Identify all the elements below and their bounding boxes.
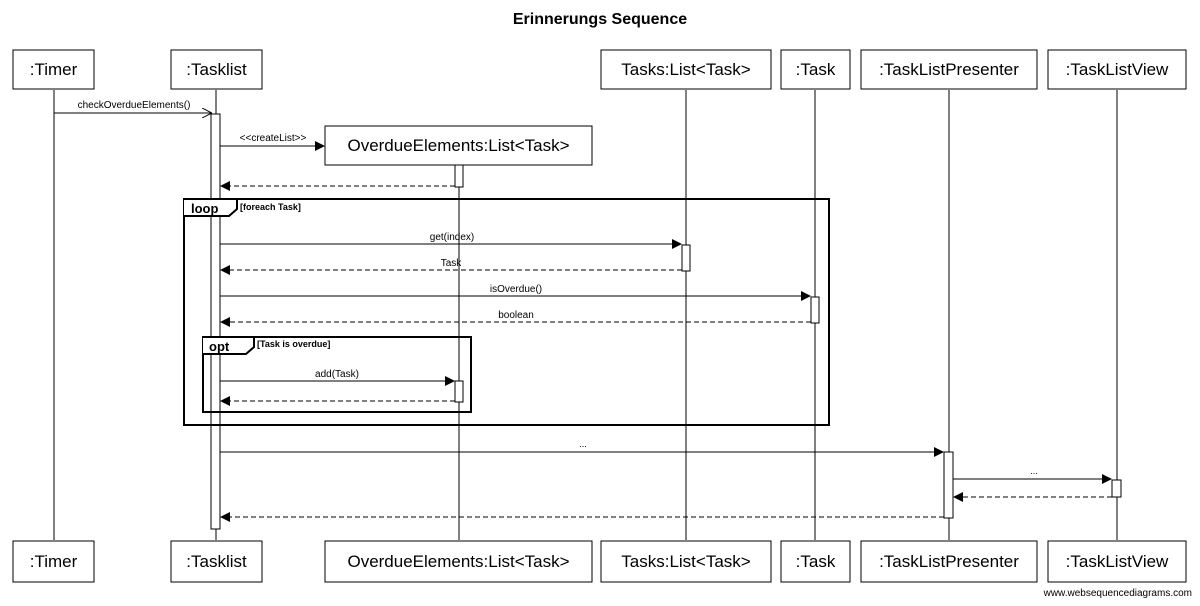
loop-label: loop	[191, 201, 218, 216]
loop-fragment: loop [foreach Task]	[183, 198, 830, 426]
participant-presenter-bottom: :TaskListPresenter	[860, 540, 1038, 583]
activation-view	[1111, 479, 1122, 498]
activation-task	[810, 296, 820, 324]
participant-view-bottom: :TaskListView	[1047, 540, 1187, 583]
participant-tasklist-bottom: :Tasklist	[170, 540, 263, 583]
participant-task-bottom: :Task	[780, 540, 851, 583]
message-label: ...	[1030, 466, 1038, 476]
message-label: ...	[579, 439, 587, 449]
participant-presenter-top: :TaskListPresenter	[860, 49, 1038, 90]
participant-label: Tasks:List<Task>	[621, 552, 751, 571]
participant-label: :Timer	[30, 552, 78, 571]
watermark-text: www.websequencediagrams.com	[1043, 588, 1192, 599]
opt-guard: [Task is overdue]	[257, 339, 330, 349]
message-label: checkOverdueElements()	[78, 100, 191, 111]
message-label: <<createList>>	[240, 133, 307, 144]
participant-tasklist-top: :Tasklist	[170, 49, 263, 90]
participant-overdue-created: OverdueElements:List<Task>	[324, 125, 593, 166]
message-label: isOverdue()	[490, 284, 542, 295]
participant-overdue-bottom: OverdueElements:List<Task>	[324, 540, 593, 583]
participant-timer-bottom: :Timer	[12, 540, 95, 583]
activation-tasklist	[210, 113, 221, 530]
participant-label: Tasks:List<Task>	[621, 60, 751, 79]
participant-label: OverdueElements:List<Task>	[347, 552, 569, 571]
participant-tasks-top: Tasks:List<Task>	[600, 49, 772, 90]
opt-fragment: opt [Task is overdue]	[202, 336, 472, 413]
participant-label: :Tasklist	[186, 60, 247, 79]
participant-task-top: :Task	[780, 49, 851, 90]
diagram-title: Erinnerungs Sequence	[513, 11, 687, 28]
message-label: add(Task)	[315, 369, 359, 380]
participant-tasks-bottom: Tasks:List<Task>	[600, 540, 772, 583]
message-label: get(index)	[430, 232, 474, 243]
participant-label: :TaskListView	[1066, 60, 1169, 79]
message-label: boolean	[498, 310, 534, 321]
participant-label: :Task	[796, 552, 836, 571]
participant-view-top: :TaskListView	[1047, 49, 1187, 90]
participant-label: :Task	[796, 60, 836, 79]
participant-label: :Tasklist	[186, 552, 247, 571]
activation-tasks	[681, 244, 691, 272]
participant-label: :TaskListView	[1066, 552, 1169, 571]
participant-timer-top: :Timer	[12, 49, 95, 90]
message-label: Task	[441, 258, 463, 269]
participant-label: :TaskListPresenter	[879, 552, 1019, 571]
participant-label: :Timer	[30, 60, 78, 79]
activation-presenter	[943, 451, 954, 519]
opt-label: opt	[209, 339, 230, 354]
activation-overdue-create	[454, 164, 464, 188]
activation-overdue-add	[454, 380, 464, 403]
participant-label: OverdueElements:List<Task>	[347, 136, 569, 155]
loop-guard: [foreach Task]	[240, 202, 301, 212]
participant-label: :TaskListPresenter	[879, 60, 1019, 79]
